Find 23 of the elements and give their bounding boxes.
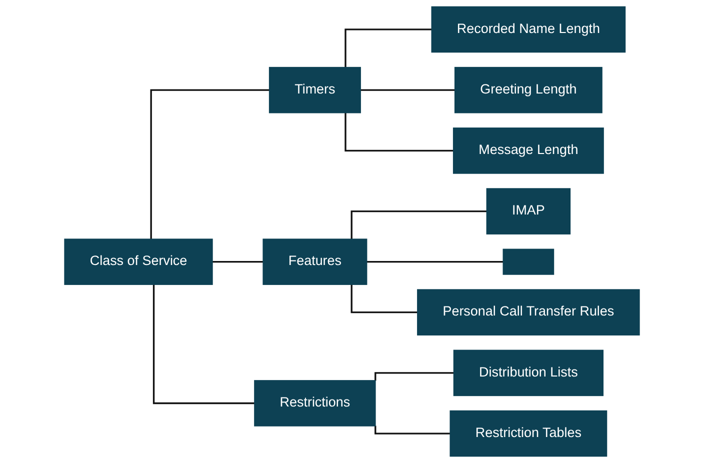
node-box: Recorded Name Length xyxy=(431,6,626,53)
connector xyxy=(152,284,254,404)
node-box: IMAP xyxy=(486,188,571,234)
connector xyxy=(150,89,270,240)
node-box: Class of Service xyxy=(64,238,213,285)
connector xyxy=(350,284,418,314)
connector xyxy=(374,372,454,381)
node-box: Restrictions xyxy=(254,380,376,426)
connector xyxy=(344,112,454,152)
node-box: Restriction Tables xyxy=(450,410,608,457)
connector xyxy=(344,28,432,68)
node-box: Greeting Length xyxy=(454,66,602,114)
connector xyxy=(350,210,487,240)
node-box xyxy=(502,248,554,275)
node-box: Message Length xyxy=(452,128,604,174)
node-box: Timers xyxy=(268,66,361,114)
connector xyxy=(374,426,450,434)
connector xyxy=(212,260,264,263)
node-box: Personal Call Transfer Rules xyxy=(417,289,640,336)
node-box: Features xyxy=(262,238,368,285)
connector xyxy=(366,260,504,263)
node-box: Distribution Lists xyxy=(453,350,604,396)
connector xyxy=(360,89,455,91)
